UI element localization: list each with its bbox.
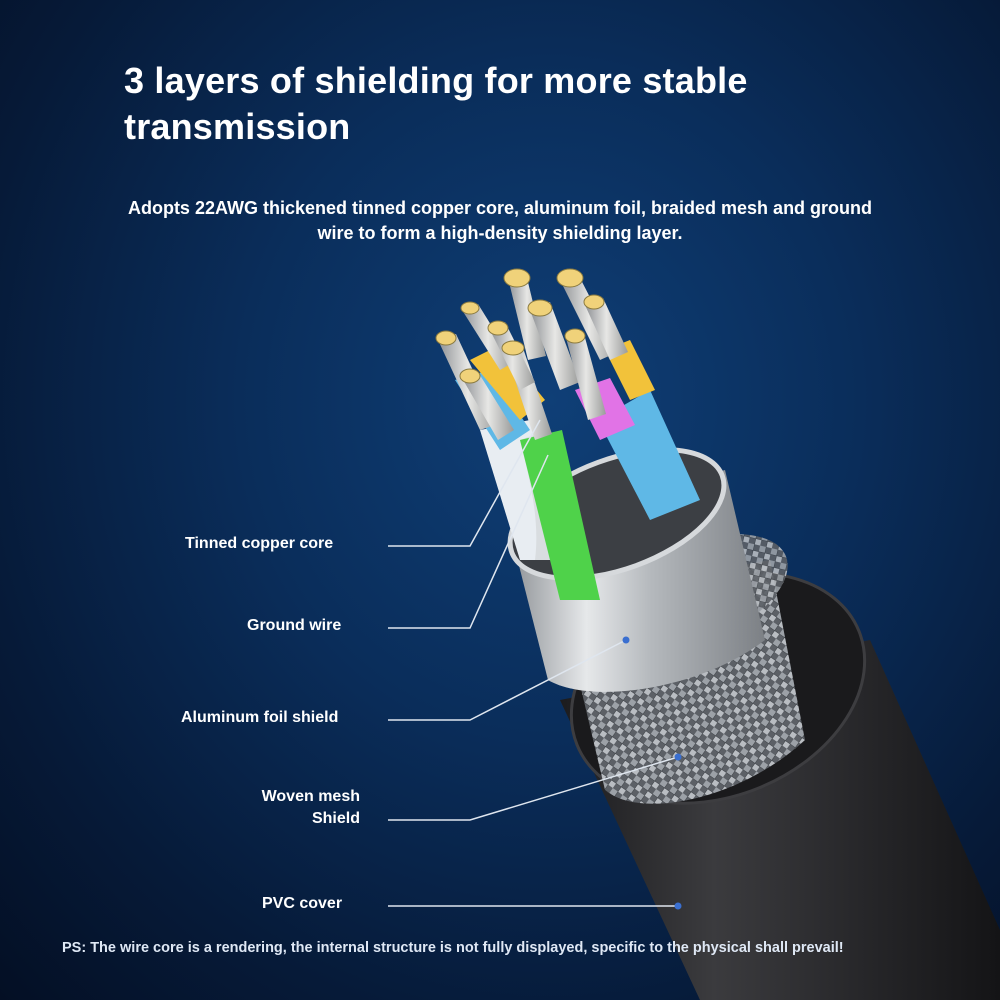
callout-label-foil: Aluminum foil shield <box>181 709 339 726</box>
dot-foil <box>622 636 630 644</box>
callout-dots <box>622 636 682 910</box>
callout-line-mesh <box>388 756 679 821</box>
callout-lines <box>388 419 679 907</box>
callout-label-ground: Ground wire <box>247 617 342 634</box>
page-title: 3 layers of shielding for more stable tr… <box>124 60 748 147</box>
callout-line-foil <box>388 639 627 721</box>
callout-label-copper: Tinned copper core <box>185 535 334 552</box>
callout-line-copper <box>388 419 541 547</box>
callout-label-pvc: PVC cover <box>262 895 343 912</box>
page-subtitle: Adopts 22AWG thickened tinned copper cor… <box>127 198 873 243</box>
callout-line-ground <box>388 454 549 629</box>
dot-pvc <box>674 902 682 910</box>
dot-mesh <box>674 753 682 761</box>
callout-label-mesh: Woven mesh Shield <box>261 788 360 827</box>
disclaimer-note: PS: The wire core is a rendering, the in… <box>62 940 844 956</box>
tinned-copper-strands <box>435 268 628 440</box>
